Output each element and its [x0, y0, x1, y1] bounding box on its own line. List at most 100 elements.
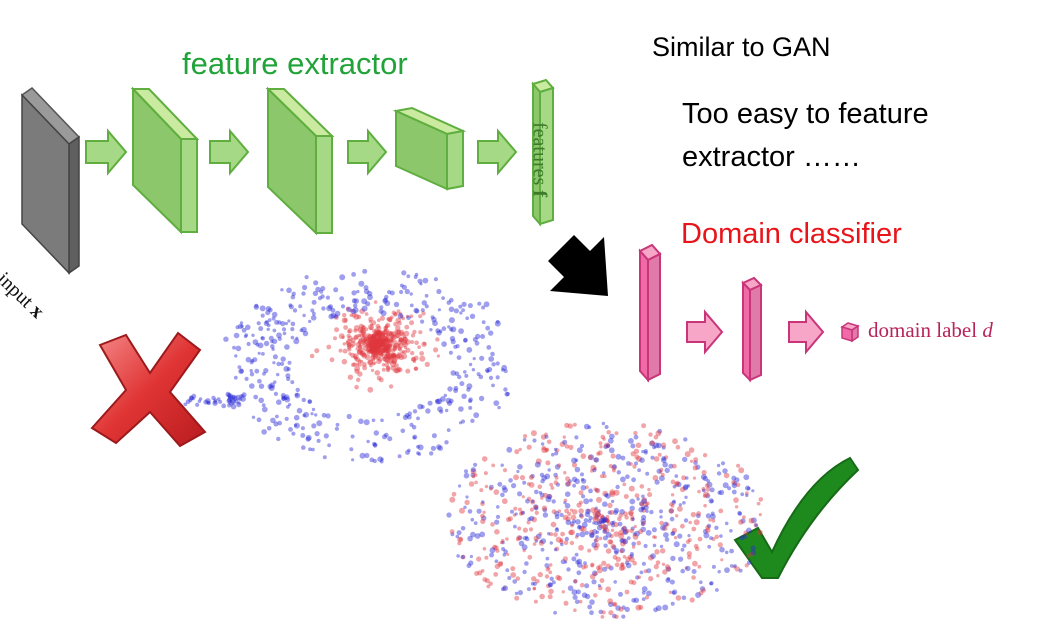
scatter-point-red: [376, 341, 382, 347]
scatter-point-blue: [495, 319, 500, 324]
scatter-point-blue: [251, 415, 256, 419]
scatter-point-red: [666, 577, 671, 581]
scatter-point-blue: [577, 562, 583, 568]
scatter-point-red: [742, 515, 746, 520]
scatter-point-blue: [652, 475, 659, 481]
scatter-point-blue: [191, 397, 195, 401]
scatter-point-blue: [333, 287, 339, 293]
scatter-point-blue: [235, 394, 241, 401]
scatter-point-blue: [592, 516, 599, 523]
scatter-point-blue: [445, 408, 449, 413]
scatter-point-blue: [228, 399, 235, 406]
scatter-point-blue: [295, 387, 300, 393]
scatter-point-red: [480, 518, 486, 525]
scatter-point-blue: [740, 518, 746, 524]
scatter-point-blue: [412, 409, 418, 414]
scatter-point-blue: [253, 394, 259, 400]
scatter-point-blue: [510, 483, 517, 489]
scatter-point-red: [734, 566, 740, 572]
scatter-point-red: [578, 599, 583, 604]
scatter-point-blue: [483, 301, 490, 308]
scatter-point-red: [723, 472, 730, 479]
scatter-point-blue: [353, 303, 358, 308]
scatter-point-red: [593, 487, 598, 492]
scatter-point-blue: [652, 445, 657, 450]
scatter-point-blue: [286, 367, 291, 372]
scatter-point-blue: [622, 511, 628, 517]
scatter-point-red: [400, 351, 404, 355]
scatter-point-blue: [480, 501, 485, 507]
scatter-point-red: [672, 484, 677, 489]
scatter-point-red: [614, 562, 620, 568]
scatter-point-red: [657, 428, 663, 434]
scatter-point-red: [398, 312, 403, 316]
scatter-point-red: [486, 584, 491, 589]
scatter-point-red: [555, 527, 559, 531]
scatter-point-blue: [424, 304, 429, 309]
scatter-point-red: [365, 337, 371, 343]
scatter-point-red: [377, 342, 381, 346]
scatter-point-red: [350, 352, 356, 358]
scatter-point-blue: [643, 449, 648, 453]
scatter-point-red: [373, 346, 378, 350]
scatter-point-blue: [358, 418, 364, 425]
scatter-point-blue: [402, 414, 409, 421]
scatter-point-blue: [188, 398, 193, 403]
scatter-point-blue: [622, 555, 627, 559]
scatter-point-blue: [459, 381, 465, 387]
scatter-point-red: [622, 482, 627, 487]
scatter-point-red: [688, 520, 692, 525]
scatter-point-red: [369, 344, 375, 350]
scatter-point-red: [391, 353, 397, 359]
scatter-point-red: [368, 348, 373, 353]
scatter-point-blue: [525, 498, 530, 504]
scatter-point-red: [386, 343, 391, 347]
scatter-point-red: [375, 343, 380, 348]
scatter-point-red: [540, 442, 545, 446]
scatter-point-blue: [471, 474, 476, 479]
scatter-point-red: [566, 567, 571, 572]
scatter-point-red: [405, 314, 409, 318]
scatter-point-red: [700, 474, 707, 480]
scatter-point-red: [707, 544, 712, 549]
scatter-point-blue: [450, 532, 455, 537]
scatter-point-red: [641, 449, 645, 454]
scatter-point-blue: [257, 351, 261, 355]
scatter-point-red: [369, 347, 375, 353]
scatter-point-red: [353, 355, 358, 360]
scatter-point-blue: [255, 342, 260, 347]
scatter-point-red: [402, 341, 408, 348]
scatter-point-red: [378, 377, 384, 383]
scatter-point-red: [670, 504, 675, 508]
scatter-point-blue: [396, 412, 401, 417]
scatter-point-red: [346, 338, 352, 345]
scatter-point-red: [395, 332, 401, 339]
scatter-point-blue: [670, 601, 675, 606]
scatter-point-blue: [314, 431, 320, 437]
scatter-point-red: [373, 361, 377, 365]
scatter-point-blue: [480, 334, 486, 339]
scatter-point-blue: [696, 511, 702, 517]
scatter-point-blue: [750, 517, 757, 524]
scatter-point-red: [599, 445, 603, 449]
scatter-point-red: [589, 498, 593, 503]
scatter-point-red: [480, 513, 485, 519]
scatter-point-blue: [227, 396, 232, 401]
scatter-point-red: [538, 532, 543, 536]
scatter-point-red: [371, 341, 378, 347]
scatter-point-blue: [618, 513, 623, 518]
scatter-point-red: [576, 524, 582, 530]
scatter-point-red: [356, 314, 362, 320]
scatter-point-red: [500, 463, 504, 467]
scatter-point-red: [410, 333, 416, 338]
scatter-point-red: [373, 346, 380, 353]
scatter-point-blue: [522, 480, 527, 485]
scatter-point-blue: [244, 376, 249, 381]
scatter-point-red: [464, 469, 468, 474]
scatter-point-blue: [594, 506, 598, 510]
scatter-point-blue: [417, 403, 424, 410]
scatter-point-red: [602, 517, 608, 523]
scatter-point-red: [413, 355, 419, 361]
scatter-point-red: [368, 344, 372, 348]
scatter-point-blue: [417, 278, 423, 284]
